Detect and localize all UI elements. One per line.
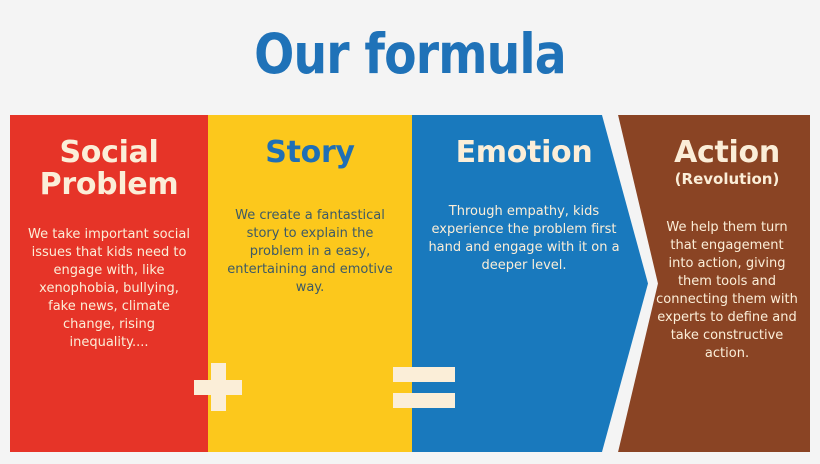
panel-social-problem[interactable]: Social Problem We take important social … xyxy=(10,115,208,452)
equals-operator-icon xyxy=(393,367,455,408)
panel-story[interactable]: Story We create a fantastical story to e… xyxy=(208,115,412,452)
page-title: Our formula xyxy=(254,22,567,86)
equals-top-bar xyxy=(393,367,455,382)
panel-action-body: We help them turn that engagement into a… xyxy=(656,219,798,361)
plus-vertical-bar xyxy=(211,363,226,411)
panel-action-heading: Action xyxy=(674,135,780,170)
formula-band: Social Problem We take important social … xyxy=(10,115,810,452)
panel-social-problem-heading: Social Problem xyxy=(39,135,179,203)
panel-action-subheading: (Revolution) xyxy=(674,170,780,189)
equals-bottom-bar xyxy=(393,393,455,408)
panel-story-heading: Story xyxy=(265,135,355,170)
panel-social-problem-body: We take important social issues that kid… xyxy=(28,226,190,350)
panel-emotion-heading: Emotion xyxy=(455,135,593,170)
panel-emotion-body: Through empathy, kids experience the pro… xyxy=(428,204,620,274)
panel-story-body: We create a fantastical story to explain… xyxy=(227,208,393,296)
panel-emotion[interactable]: Emotion Through empathy, kids experience… xyxy=(412,115,648,452)
plus-operator-icon xyxy=(194,363,242,411)
